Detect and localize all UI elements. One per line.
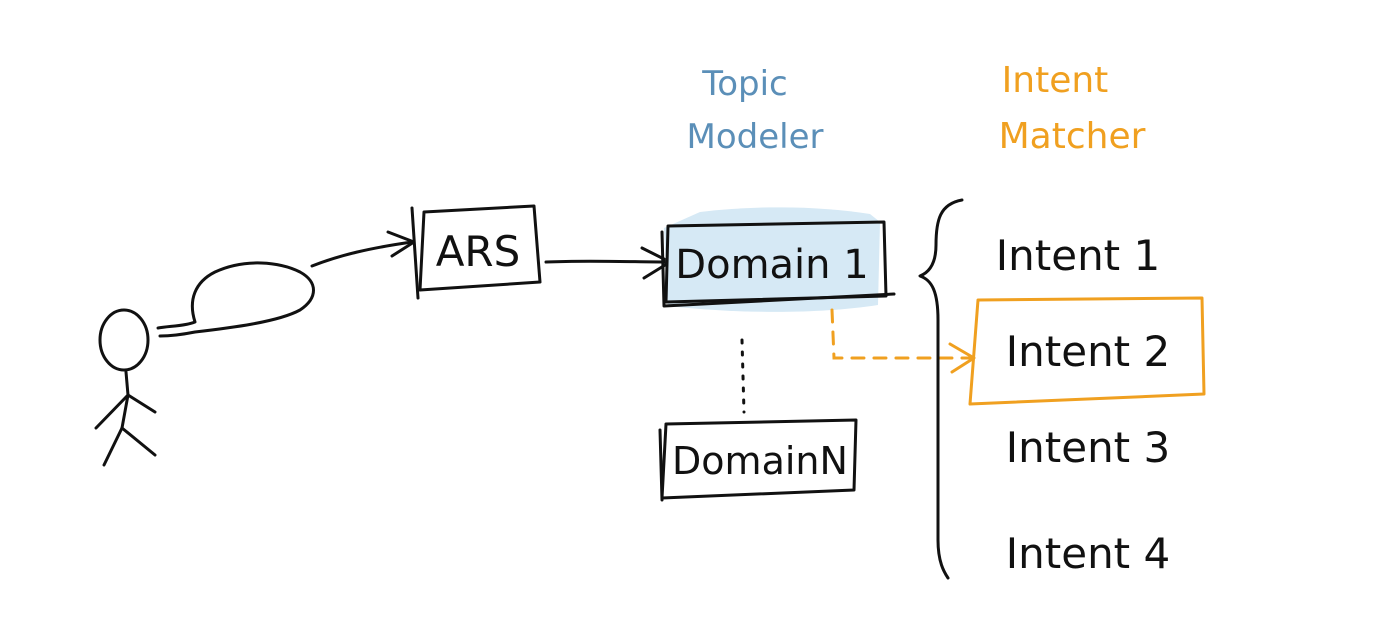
user-body (124, 370, 130, 397)
domain-last-box: DomainN (658, 418, 858, 502)
user-left-arm (94, 393, 130, 430)
topic-header-line1: Topic (701, 64, 788, 104)
intent-label: Intent 4 (1006, 529, 1170, 578)
intent-label: Intent 1 (996, 231, 1160, 280)
domain-first-fill (664, 207, 880, 312)
domain-first-box: Domain 1 (660, 207, 896, 312)
arrow-domain-to-intent (830, 308, 976, 374)
user-head (98, 308, 150, 372)
user-stick-figure (94, 308, 157, 467)
intent-highlight-box (968, 296, 1206, 406)
intent-label: Intent 3 (1006, 423, 1170, 472)
domain-ellipsis (740, 338, 746, 414)
intent-group-brace (918, 198, 964, 580)
intent-header-line2: Matcher (999, 116, 1146, 157)
arrow-asr-to-domain (544, 246, 672, 280)
asr-label: ARS (436, 227, 521, 276)
intent-header-line1: Intent (1002, 60, 1109, 101)
speech-bubble (156, 261, 315, 338)
intent-label: Intent 2 (1006, 327, 1170, 376)
arrow-user-to-asr (310, 230, 416, 268)
intent-matcher-header: Intent Matcher (999, 60, 1146, 157)
domain-first-label: Domain 1 (675, 242, 868, 288)
topic-modeler-header: Topic Modeler (687, 64, 824, 157)
user-right-leg (120, 426, 157, 457)
asr-box: ARS (410, 204, 542, 300)
topic-header-line2: Modeler (687, 117, 824, 157)
domain-last-label: DomainN (672, 439, 848, 483)
user-right-arm (126, 393, 157, 414)
